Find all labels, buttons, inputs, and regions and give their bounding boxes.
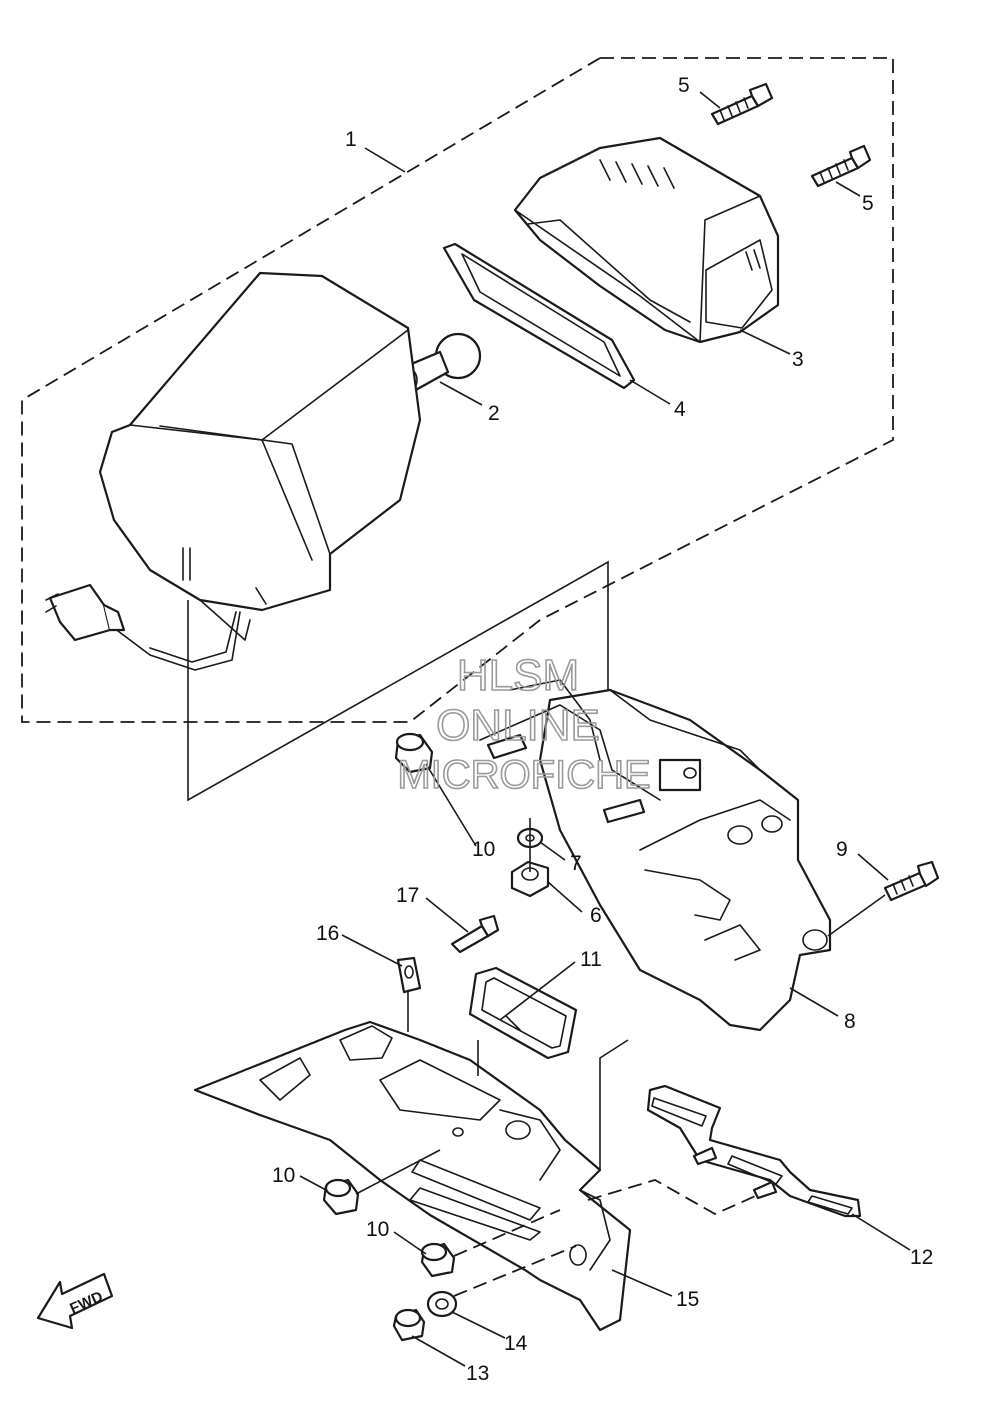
grommet-part (426, 1290, 458, 1318)
license-plate-bracket-part (193, 1020, 632, 1332)
callout-7: 7 (570, 852, 582, 875)
watermark-line-3: MICROFICHE (397, 753, 650, 797)
nut-middle-part (322, 1178, 360, 1216)
nut-lower-part (420, 1242, 456, 1278)
callout-5-lower: 5 (862, 192, 874, 215)
alignment-line-taillight (187, 560, 609, 802)
callout-5-upper: 5 (678, 74, 690, 97)
callout-1: 1 (345, 128, 357, 151)
callout-14: 14 (504, 1332, 528, 1355)
callout-6: 6 (590, 904, 602, 927)
callout-10-upper: 10 (472, 838, 495, 861)
alignment-line-fender (599, 1039, 629, 1170)
wire-connector-part (45, 583, 126, 642)
alignment-line-nut-10 (355, 1149, 441, 1195)
callout-15: 15 (676, 1288, 699, 1311)
callout-16: 16 (316, 922, 339, 945)
alignment-line-grommet (453, 1245, 577, 1297)
lens-screw-upper-part (710, 82, 774, 126)
callout-8: 8 (844, 1010, 856, 1033)
callout-10-lower: 10 (366, 1218, 389, 1241)
watermark-line-1: HLSM (457, 651, 579, 700)
taillight-bracket-part (479, 679, 832, 1032)
bracket-bolt-part (883, 860, 940, 902)
nut-upper-part (394, 732, 434, 774)
license-light-bracket-part (646, 1084, 862, 1218)
callout-2: 2 (488, 402, 500, 425)
clip-nut-part (396, 956, 422, 994)
alignment-line-nut-lower (453, 1209, 561, 1257)
callout-leaders (299, 91, 911, 1367)
callout-9: 9 (836, 838, 848, 861)
alignment-line-bracket-12 (587, 1179, 761, 1216)
callout-10-middle: 10 (272, 1164, 295, 1187)
license-light-lens-part (468, 966, 578, 1060)
callout-17: 17 (396, 884, 419, 907)
flange-nut-part (392, 1308, 426, 1342)
tapping-screw-part (450, 914, 500, 954)
taillight-body-part (98, 271, 422, 671)
callout-13: 13 (466, 1362, 489, 1385)
callout-3: 3 (792, 348, 804, 371)
taillight-lens-part (513, 136, 780, 344)
forward-direction-marker: FWD (36, 1272, 114, 1330)
watermark: HLSM ONLINE MICROFICHE (397, 650, 652, 798)
callout-4: 4 (674, 398, 686, 421)
callout-11: 11 (580, 948, 602, 971)
watermark-line-2: ONLINE (436, 701, 600, 750)
callout-12: 12 (910, 1246, 933, 1269)
taillight-assembly-boundary (21, 57, 894, 723)
lens-screw-lower-part (810, 144, 872, 188)
alignment-line-bolt-9 (827, 894, 886, 937)
lens-gasket-part (442, 242, 636, 390)
